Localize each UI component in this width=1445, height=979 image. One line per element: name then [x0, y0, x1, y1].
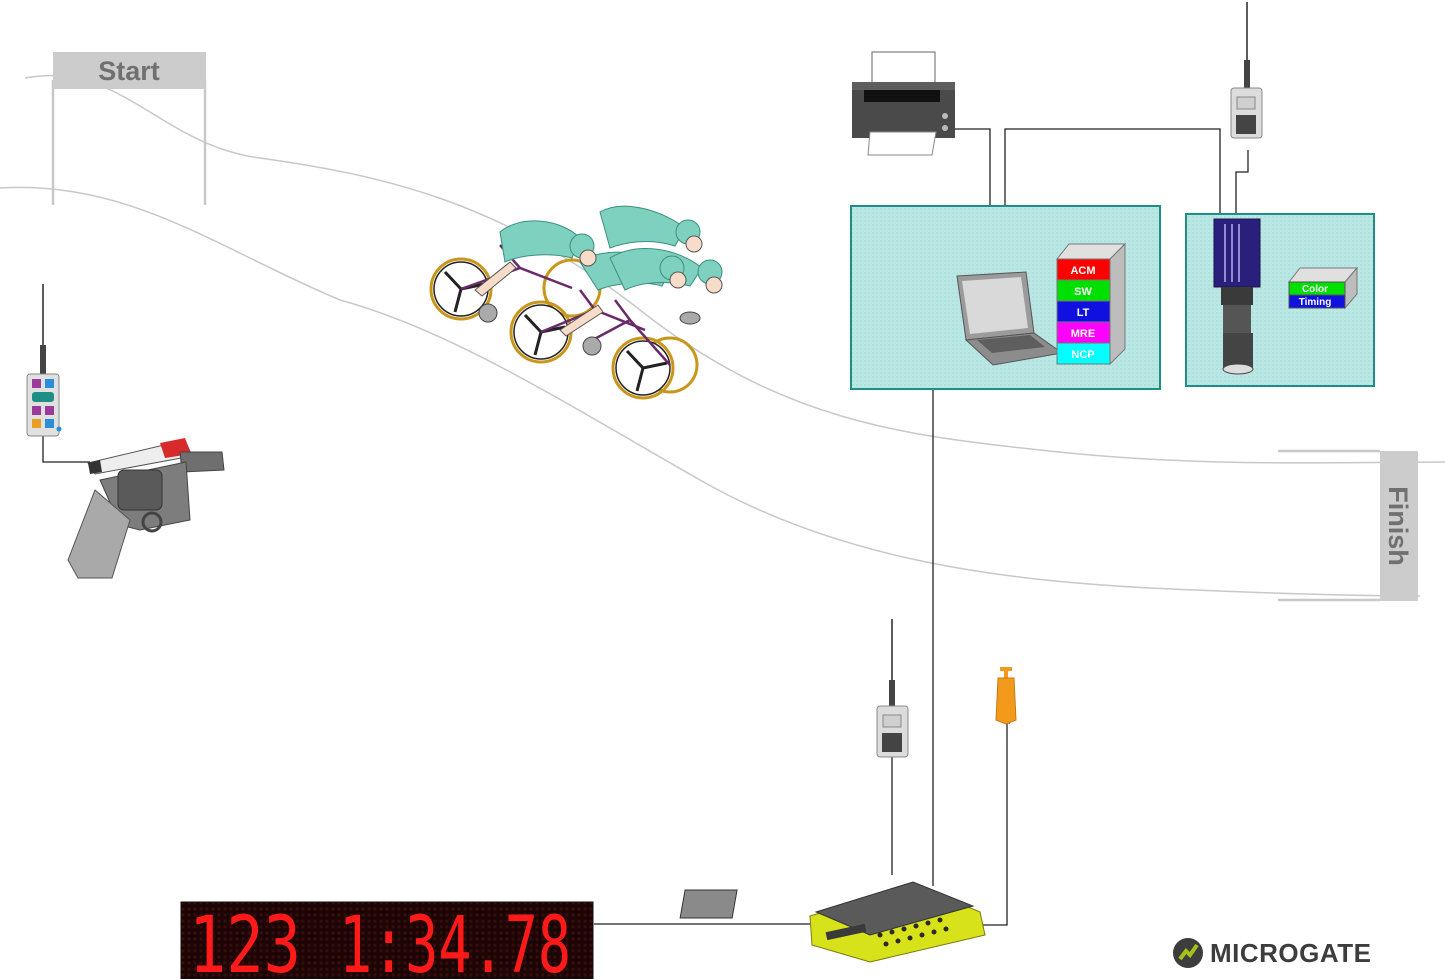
microgate-logo: MICROGATE	[1172, 935, 1371, 971]
finish-gate: Finish	[1278, 449, 1418, 602]
cyclists-illustration	[429, 205, 723, 400]
module-mre-label: MRE	[1071, 328, 1095, 340]
finish-label: Finish	[1383, 486, 1413, 566]
scoreboard-time: 1:34.78	[339, 901, 571, 979]
microgate-logo-text: MICROGATE	[1210, 937, 1372, 968]
receiver-icon	[876, 619, 909, 758]
track	[0, 74, 1445, 597]
color-timing-software: Color Timing	[1287, 266, 1359, 310]
printer-icon	[852, 51, 955, 156]
camera-station: Color Timing	[1185, 213, 1375, 387]
impulse-button-icon	[995, 667, 1017, 725]
module-lt-label: LT	[1077, 307, 1090, 319]
track-edge-upper	[24, 74, 1445, 464]
scoreboard-bib: 123	[189, 901, 301, 979]
finish-camera-icon	[1213, 218, 1261, 375]
start-banner	[53, 52, 206, 89]
timer-device-icon	[679, 881, 986, 963]
track-edge-lower	[0, 186, 1421, 597]
color-timing-line1: Color	[1302, 284, 1328, 295]
software-stack: ACM SW LT MRE NCP	[1055, 242, 1127, 366]
module-sw-label: SW	[1074, 286, 1092, 298]
finish-banner	[1380, 451, 1418, 601]
start-label: Start	[98, 56, 160, 86]
module-ncp	[1056, 342, 1111, 365]
color-timing-line2: Timing	[1299, 297, 1332, 308]
module-ncp-label: NCP	[1071, 349, 1094, 361]
radio-transmitter-icon	[1230, 2, 1263, 139]
led-scoreboard: 123 1:34.78	[180, 901, 594, 979]
start-transmitter-icon	[26, 284, 62, 437]
module-acm-label: ACM	[1070, 265, 1095, 277]
start-gate: Start	[51, 52, 207, 205]
starter-pistol-icon	[67, 438, 225, 579]
computer-station: ACM SW LT MRE NCP	[850, 205, 1161, 390]
microgate-logo-icon	[1173, 938, 1203, 968]
